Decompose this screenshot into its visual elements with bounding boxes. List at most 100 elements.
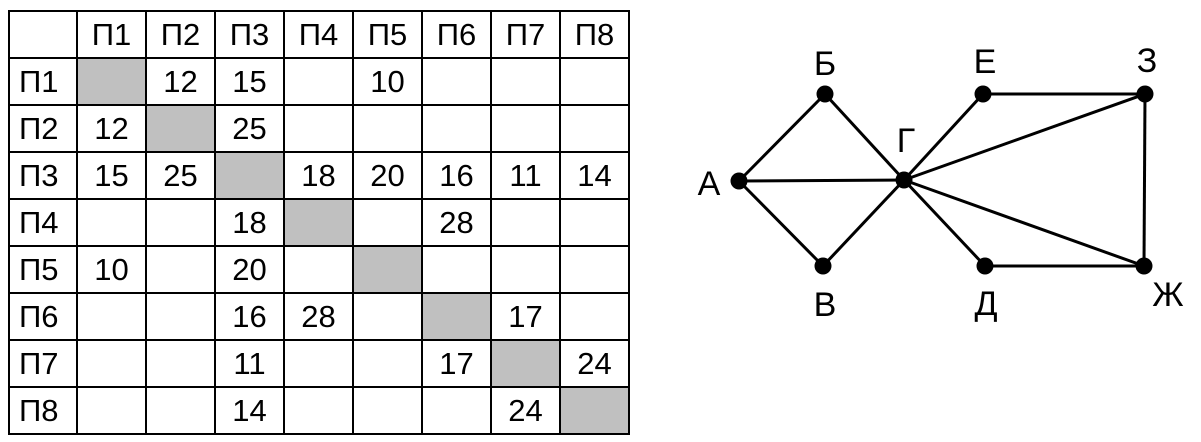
matrix-cell: 28 [283,292,354,341]
matrix-cell [490,245,561,294]
matrix-cell: 20 [352,151,423,200]
matrix-cell: 11 [490,151,561,200]
matrix-col-header: П6 [421,10,492,59]
matrix-cell [76,339,147,388]
graph-edge-А-Б [737,92,827,183]
matrix-row-header: П6 [8,292,78,341]
graph-vertex-label: Г [897,122,915,160]
matrix-diagonal-cell [352,245,423,294]
matrix-cell [352,292,423,341]
matrix-cell: 25 [145,151,216,200]
graph-vertex-label: В [814,286,837,324]
matrix-cell [145,198,216,247]
graph-vertex-label: А [698,165,721,203]
graph-vertex-label: Е [974,43,997,81]
matrix-row-header: П7 [8,339,78,388]
matrix-cell [76,292,147,341]
matrix-cell: 18 [283,151,354,200]
graph-edge-Г-З [903,92,1146,182]
matrix-cell: 15 [214,57,285,106]
matrix-cell [559,57,630,106]
matrix-cell: 15 [76,151,147,200]
matrix-cell [490,104,561,153]
matrix-cell [145,339,216,388]
matrix-diagonal-cell [145,104,216,153]
matrix-row-header: П3 [8,151,78,200]
matrix-cell: 20 [214,245,285,294]
matrix-cell [421,57,492,106]
matrix-cell [283,104,354,153]
matrix-cell: 25 [214,104,285,153]
matrix-cell: 11 [214,339,285,388]
matrix-col-header: П1 [76,10,147,59]
matrix-cell [352,386,423,435]
matrix-cell [559,245,630,294]
matrix-cell: 17 [421,339,492,388]
graph-vertex-dot [895,171,913,189]
graph-edge-Г-Ж [903,178,1145,268]
graph-vertex-dot [1135,257,1153,275]
graph-vertex-dot [1136,85,1154,103]
matrix-cell: 12 [145,57,216,106]
graph-edge-А-В [737,179,825,268]
graph-vertex-label: Д [974,285,997,323]
matrix-col-header: П2 [145,10,216,59]
matrix-cell: 10 [352,57,423,106]
matrix-row: П7 11 17 24 [8,339,630,388]
matrix-cell: 24 [559,339,630,388]
matrix-diagonal-cell [283,198,354,247]
graph-edge-Г-Е [902,92,985,182]
matrix-cell [421,386,492,435]
graph-edge-А-Г [738,178,905,183]
matrix-cell: 14 [214,386,285,435]
matrix-cell [283,386,354,435]
graph-vertex-dot [976,257,994,275]
matrix-cell [352,339,423,388]
matrix-cell [76,198,147,247]
graph-vertex-dot [974,85,992,103]
matrix-cell [76,386,147,435]
matrix-cell [421,245,492,294]
matrix-diagonal-cell [421,292,492,341]
matrix-cell: 18 [214,198,285,247]
matrix-cell [145,386,216,435]
matrix-cell [145,245,216,294]
matrix-diagonal-cell [214,151,285,200]
graph-vertex-label: З [1137,42,1158,80]
matrix-cell [490,198,561,247]
graph-vertex-label: Ж [1152,276,1183,314]
matrix-cell: 16 [421,151,492,200]
matrix-cell [559,292,630,341]
matrix-row-header: П5 [8,245,78,294]
matrix-col-header: П8 [559,10,630,59]
matrix-cell: 14 [559,151,630,200]
matrix-cell: 16 [214,292,285,341]
matrix-cell [283,57,354,106]
matrix-col-header: П5 [352,10,423,59]
matrix-col-header: П7 [490,10,561,59]
matrix-col-header: П4 [283,10,354,59]
matrix-corner-cell [8,10,78,59]
graph-vertex-dot [816,85,834,103]
matrix-cell [283,339,354,388]
matrix-diagonal-cell [559,386,630,435]
matrix-cell: 28 [421,198,492,247]
graph-vertex-dot [814,257,832,275]
matrix-cell [490,57,561,106]
graph-edge-Г-Д [902,178,987,268]
matrix-cell: 17 [490,292,561,341]
matrix-cell [352,104,423,153]
matrix-cell: 12 [76,104,147,153]
graph-edge-Б-Г [823,92,906,182]
graph-edge-В-Г [821,178,906,268]
